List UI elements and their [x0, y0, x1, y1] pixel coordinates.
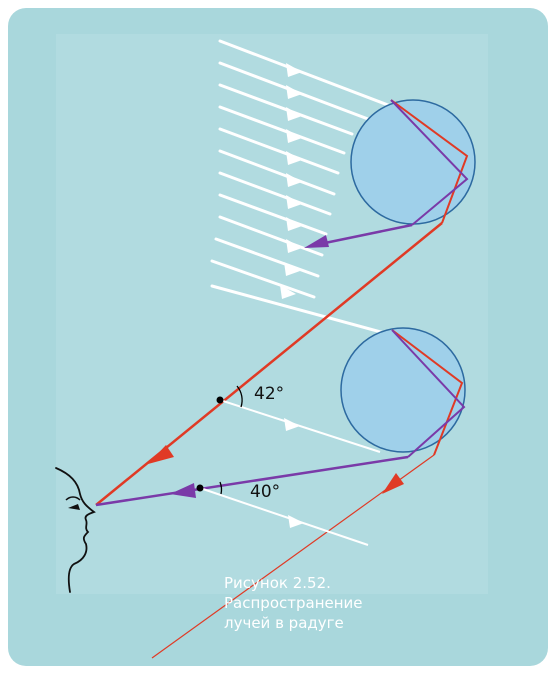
- rainbow-diagram: [55, 34, 488, 659]
- red-arrowhead-lower: [382, 473, 404, 494]
- reference-ray-violet: [199, 487, 369, 546]
- angle-arc-40: [219, 481, 223, 495]
- sun-ray: [218, 83, 354, 136]
- face-profile-icon: [55, 467, 96, 593]
- arrow-icon: [284, 262, 300, 276]
- red-ray-to-eye: [95, 222, 443, 506]
- sun-ray: [218, 39, 390, 107]
- reference-rays: [199, 399, 381, 546]
- arrow-icon: [286, 63, 302, 77]
- arrow-icon: [286, 195, 302, 209]
- sun-ray: [214, 237, 320, 278]
- eyebrow: [65, 496, 81, 501]
- violet-arrowhead-to-eye: [170, 483, 196, 498]
- violet-internal-path: [390, 99, 469, 226]
- arrow-icon: [280, 285, 296, 299]
- caption-line-3: лучей в радуге: [224, 614, 344, 632]
- arrow-icon: [286, 85, 302, 99]
- figure-caption: Рисунок 2.52. Распространение лучей в ра…: [224, 573, 394, 633]
- sun-ray: [210, 284, 394, 337]
- vertex-dot-violet: [196, 484, 204, 492]
- arrow-icon: [286, 217, 302, 231]
- sun-ray: [218, 193, 328, 236]
- sunlight-arrowheads: [280, 63, 302, 299]
- violet-arrowhead-upper: [304, 235, 329, 248]
- lower-water-drop-icon: [340, 327, 466, 453]
- caption-line-1: Рисунок 2.52.: [224, 574, 331, 592]
- arrow-icon: [286, 151, 302, 165]
- figure-card: 42° 40° Рисунок 2.52. Распространение лу…: [8, 8, 548, 666]
- violet-ray-to-eye: [95, 455, 409, 507]
- violet-exit-ray-upper: [319, 223, 413, 246]
- violet-internal-path-lower: [391, 329, 466, 458]
- caption-line-2: Распространение: [224, 594, 363, 612]
- arrow-icon: [288, 515, 304, 528]
- sun-ray: [218, 149, 336, 196]
- red-internal-path: [390, 99, 469, 224]
- angle-label-40: 40°: [250, 482, 281, 502]
- arrow-icon: [286, 239, 302, 253]
- upper-water-drop-icon: [350, 99, 476, 225]
- sun-ray: [218, 215, 324, 257]
- arrow-icon: [286, 173, 302, 187]
- vertex-dot-red: [216, 396, 224, 404]
- angle-label-42: 42°: [254, 384, 285, 404]
- red-arrowhead-to-eye: [148, 445, 174, 464]
- angle-arc-42: [236, 385, 243, 408]
- sun-ray: [210, 259, 316, 299]
- sun-ray: [218, 105, 346, 155]
- sun-ray: [218, 171, 332, 216]
- arrow-icon: [286, 107, 302, 121]
- red-internal-path-lower: [391, 329, 464, 456]
- sun-ray: [218, 127, 340, 175]
- arrow-icon: [286, 129, 302, 143]
- arrow-icon: [284, 418, 300, 431]
- eye-icon: [68, 504, 80, 510]
